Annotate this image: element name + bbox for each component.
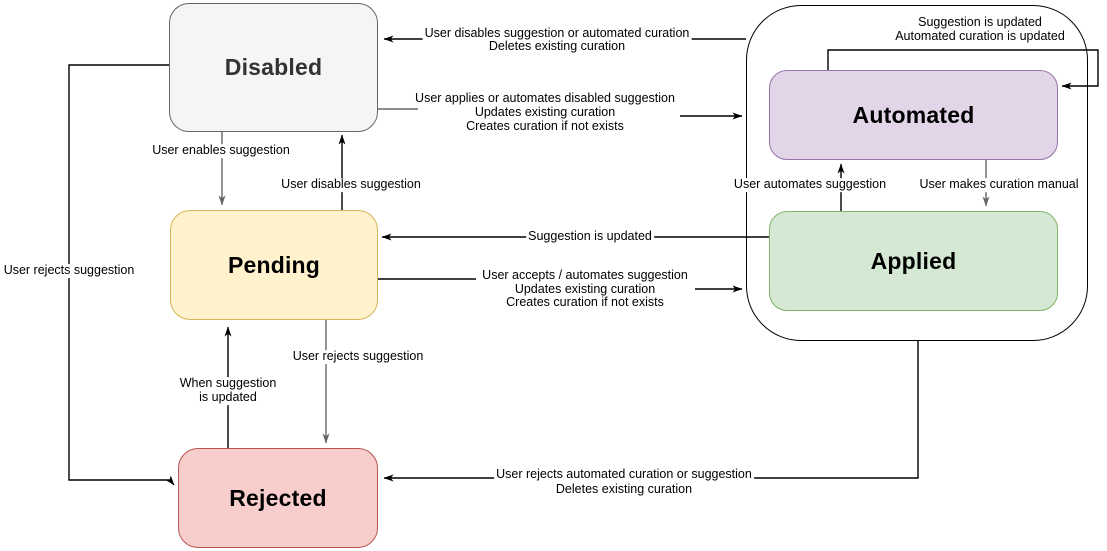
edge-label-user-rejects-suggestion-mid: User rejects suggestion <box>290 349 426 364</box>
state-rejected: Rejected <box>178 448 378 548</box>
edge-label-group-to-disabled-1: User disables suggestion or automated cu… <box>422 26 692 41</box>
edge-label-pending-to-group-3: Creates curation if not exists <box>504 295 666 310</box>
edge-automated-self-loop <box>827 49 1099 90</box>
edge-label-disabled-to-group-1: User applies or automates disabled sugge… <box>413 91 677 106</box>
state-applied-label: Applied <box>870 247 957 274</box>
edge-disabled-to-rejected <box>68 64 175 486</box>
state-pending-label: Pending <box>227 251 321 278</box>
edge-label-group-to-rejected-1: User rejects automated curation or sugge… <box>494 467 754 482</box>
state-pending: Pending <box>170 210 378 320</box>
state-automated: Automated <box>769 70 1058 160</box>
edge-label-automated-loop-2: Automated curation is updated <box>893 29 1067 44</box>
state-rejected-label: Rejected <box>229 484 327 511</box>
curation-group-container <box>746 5 1088 341</box>
edge-label-user-disables-suggestion: User disables suggestion <box>279 177 423 192</box>
edge-label-disabled-to-group-2: Updates existing curation <box>472 105 618 120</box>
edge-label-user-rejects-suggestion-left: User rejects suggestion <box>1 263 137 278</box>
edge-label-when-suggestion-updated-1: When suggestion <box>177 376 279 391</box>
state-automated-label: Automated <box>852 101 975 128</box>
edge-label-group-to-rejected-2: Deletes existing curation <box>553 482 695 497</box>
edge-label-suggestion-is-updated: Suggestion is updated <box>526 229 654 244</box>
edge-label-when-suggestion-updated-2: is updated <box>197 390 259 405</box>
edge-group-to-rejected <box>383 341 919 482</box>
state-disabled: Disabled <box>169 3 378 132</box>
edge-label-pending-to-group-2: Updates existing curation <box>512 282 658 297</box>
state-applied: Applied <box>769 211 1058 311</box>
edge-label-user-automates-suggestion: User automates suggestion <box>731 177 889 192</box>
edge-label-pending-to-group-1: User accepts / automates suggestion <box>480 268 690 283</box>
edge-label-automated-loop-1: Suggestion is updated <box>916 15 1044 30</box>
edge-label-disabled-to-group-3: Creates curation if not exists <box>464 119 626 134</box>
edge-label-group-to-disabled-2: Deletes existing curation <box>486 39 628 54</box>
edge-label-user-enables-suggestion: User enables suggestion <box>150 143 292 158</box>
edge-label-user-makes-curation-manual: User makes curation manual <box>917 177 1081 192</box>
state-disabled-label: Disabled <box>224 54 323 80</box>
